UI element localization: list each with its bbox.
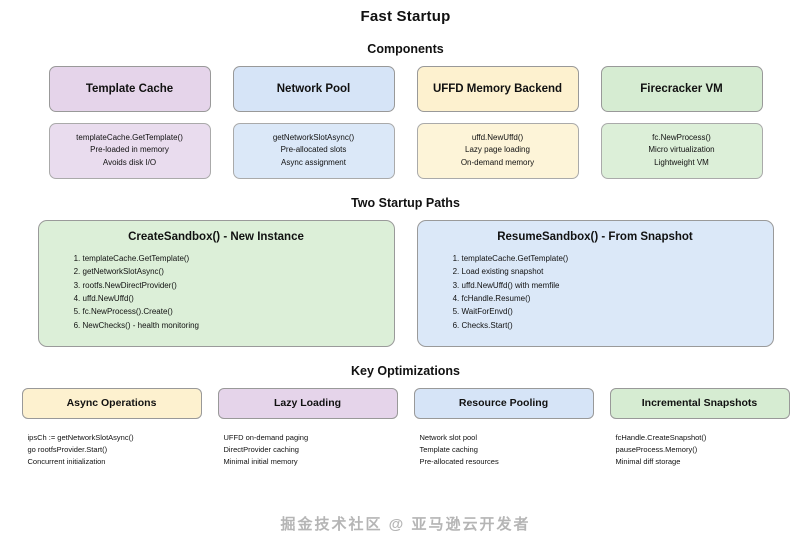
path-step: NewChecks() - health monitoring: [83, 319, 394, 332]
optimizations-heading: Key Optimizations: [350, 363, 461, 378]
optimization-title: Lazy Loading: [217, 387, 398, 419]
path-step: fcHandle.Resume(): [462, 292, 773, 305]
optimizations-row: Async Operations ipsCh := getNetworkSlot…: [0, 387, 811, 468]
path-step: templateCache.GetTemplate(): [462, 252, 773, 265]
optimization-detail-line: Template caching: [419, 444, 478, 454]
optimization-card-async-operations[interactable]: Async Operations ipsCh := getNetworkSlot…: [21, 387, 202, 468]
path-step: templateCache.GetTemplate(): [83, 252, 394, 265]
optimization-title: Incremental Snapshots: [609, 387, 790, 419]
optimization-details: fcHandle.CreateSnapshot() pauseProcess.M…: [610, 432, 790, 468]
component-details: getNetworkSlotAsync() Pre-allocated slot…: [232, 123, 395, 180]
component-detail-line: Lightweight VM: [654, 157, 709, 167]
component-detail-line: Micro virtualization: [648, 145, 715, 155]
optimization-card-resource-pooling[interactable]: Resource Pooling Network slot pool Templ…: [413, 387, 594, 468]
component-title: Firecracker VM: [600, 66, 763, 112]
optimization-detail-line: Pre-allocated resources: [419, 457, 499, 467]
component-detail-line: Async assignment: [281, 157, 346, 167]
optimization-detail-line: Concurrent initialization: [27, 457, 106, 467]
component-detail-line: getNetworkSlotAsync(): [272, 133, 355, 142]
optimization-detail-line: ipsCh := getNetworkSlotAsync(): [27, 432, 134, 442]
path-title: ResumeSandbox() - From Snapshot: [497, 231, 693, 244]
component-title: UFFD Memory Backend: [416, 66, 579, 112]
optimization-details: UFFD on-demand paging DirectProvider cac…: [218, 432, 398, 468]
optimization-title: Resource Pooling: [413, 387, 594, 419]
component-detail-line: uffd.NewUffd(): [471, 133, 524, 142]
paths-heading: Two Startup Paths: [351, 196, 460, 211]
path-step: getNetworkSlotAsync(): [83, 265, 394, 278]
path-card-create-sandbox[interactable]: CreateSandbox() - New Instance templateC…: [37, 220, 395, 347]
component-detail-line: Pre-allocated slots: [280, 145, 347, 155]
optimization-details: ipsCh := getNetworkSlotAsync() go rootfs…: [22, 432, 202, 468]
path-step: uffd.NewUffd(): [83, 292, 394, 305]
optimization-card-incremental-snapshots[interactable]: Incremental Snapshots fcHandle.CreateSna…: [609, 387, 790, 468]
component-title: Template Cache: [48, 66, 211, 112]
path-title: CreateSandbox() - New Instance: [128, 231, 304, 244]
optimization-details: Network slot pool Template caching Pre-a…: [414, 432, 594, 468]
optimization-detail-line: pauseProcess.Memory(): [615, 444, 698, 454]
path-step-list: templateCache.GetTemplate() Load existin…: [418, 252, 773, 332]
path-step: Load existing snapshot: [462, 265, 773, 278]
component-card-template-cache[interactable]: Template Cache templateCache.GetTemplate…: [48, 66, 211, 180]
optimization-detail-line: Minimal initial memory: [223, 457, 298, 467]
component-detail-line: On-demand memory: [460, 157, 535, 167]
component-details: uffd.NewUffd() Lazy page loading On-dema…: [416, 123, 579, 180]
optimization-detail-line: Network slot pool: [419, 432, 478, 442]
watermark: 掘金技术社区 @ 亚马逊云开发者: [280, 516, 531, 533]
page-title: Fast Startup: [360, 8, 451, 25]
component-detail-line: Pre-loaded in memory: [90, 145, 169, 155]
component-details: templateCache.GetTemplate() Pre-loaded i…: [48, 123, 211, 180]
component-detail-line: fc.NewProcess(): [652, 133, 711, 142]
optimization-detail-line: go rootfsProvider.Start(): [27, 444, 108, 454]
path-card-resume-sandbox[interactable]: ResumeSandbox() - From Snapshot template…: [416, 220, 774, 347]
component-card-uffd-memory-backend[interactable]: UFFD Memory Backend uffd.NewUffd() Lazy …: [416, 66, 579, 180]
path-step: fc.NewProcess().Create(): [83, 305, 394, 318]
optimization-detail-line: fcHandle.CreateSnapshot(): [615, 432, 707, 442]
component-title: Network Pool: [232, 66, 395, 112]
component-details: fc.NewProcess() Micro virtualization Lig…: [600, 123, 763, 180]
path-step: uffd.NewUffd() with memfile: [462, 279, 773, 292]
optimization-card-lazy-loading[interactable]: Lazy Loading UFFD on-demand paging Direc…: [217, 387, 398, 468]
path-step-list: templateCache.GetTemplate() getNetworkSl…: [39, 252, 394, 332]
component-card-firecracker-vm[interactable]: Firecracker VM fc.NewProcess() Micro vir…: [600, 66, 763, 180]
component-detail-line: Avoids disk I/O: [102, 157, 157, 167]
component-detail-line: Lazy page loading: [465, 145, 530, 155]
component-detail-line: templateCache.GetTemplate(): [76, 133, 183, 142]
component-card-network-pool[interactable]: Network Pool getNetworkSlotAsync() Pre-a…: [232, 66, 395, 180]
optimization-detail-line: DirectProvider caching: [223, 444, 299, 454]
components-row: Template Cache templateCache.GetTemplate…: [0, 66, 811, 180]
optimization-title: Async Operations: [21, 387, 202, 419]
optimization-detail-line: Minimal diff storage: [615, 457, 681, 467]
path-step: Checks.Start(): [462, 319, 773, 332]
path-step: rootfs.NewDirectProvider(): [83, 279, 394, 292]
startup-paths-row: CreateSandbox() - New Instance templateC…: [0, 220, 811, 347]
optimization-detail-line: UFFD on-demand paging: [223, 432, 309, 442]
components-heading: Components: [367, 42, 444, 56]
path-step: WaitForEnvd(): [462, 305, 773, 318]
